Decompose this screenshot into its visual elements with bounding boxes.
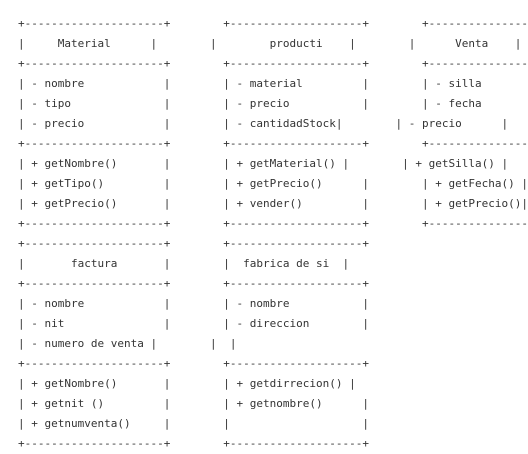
diagram-line-1: +---------------------+ +---------------… [18, 17, 528, 30]
diagram-line-15: | - nombre | | - nombre | [18, 297, 369, 310]
diagram-line-9: | + getTipo() | | + getPrecio() | | + ge… [18, 177, 528, 190]
diagram-line-6: | - precio | | - cantidadStock| | - prec… [18, 117, 509, 130]
diagram-line-16: | - nit | | - direccion | [18, 317, 369, 330]
diagram-line-18: +---------------------+ +---------------… [18, 357, 369, 370]
diagram-line-13: | factura | | fabrica de si | [18, 257, 350, 270]
diagram-line-8: | + getNombre() | | + getMaterial() | | … [18, 157, 509, 170]
diagram-line-21: | + getnumventa() | | | [18, 417, 369, 430]
diagram-line-17: | - numero de venta | | | [18, 337, 237, 350]
diagram-line-22: +---------------------+ +---------------… [18, 437, 369, 450]
diagram-line-19: | + getNombre() | | + getdirrecion() | [18, 377, 356, 390]
diagram-line-11: +---------------------+ +---------------… [18, 217, 528, 230]
diagram-line-5: | - tipo | | - precio | | - fecha | [18, 97, 528, 110]
diagram-line-20: | + getnit () | | + getnombre() | [18, 397, 369, 410]
diagram-line-14: +---------------------+ +---------------… [18, 277, 369, 290]
diagram-line-3: +---------------------+ +---------------… [18, 57, 528, 70]
diagram-line-10: | + getPrecio() | | + vender() | | + get… [18, 197, 528, 210]
diagram-line-12: +---------------------+ +---------------… [18, 237, 369, 250]
diagram-line-7: +---------------------+ +---------------… [18, 137, 528, 150]
diagram-line-4: | - nombre | | - material | | - silla | [18, 77, 528, 90]
diagram-line-2: | Material | | producti | | Venta | [18, 37, 522, 50]
